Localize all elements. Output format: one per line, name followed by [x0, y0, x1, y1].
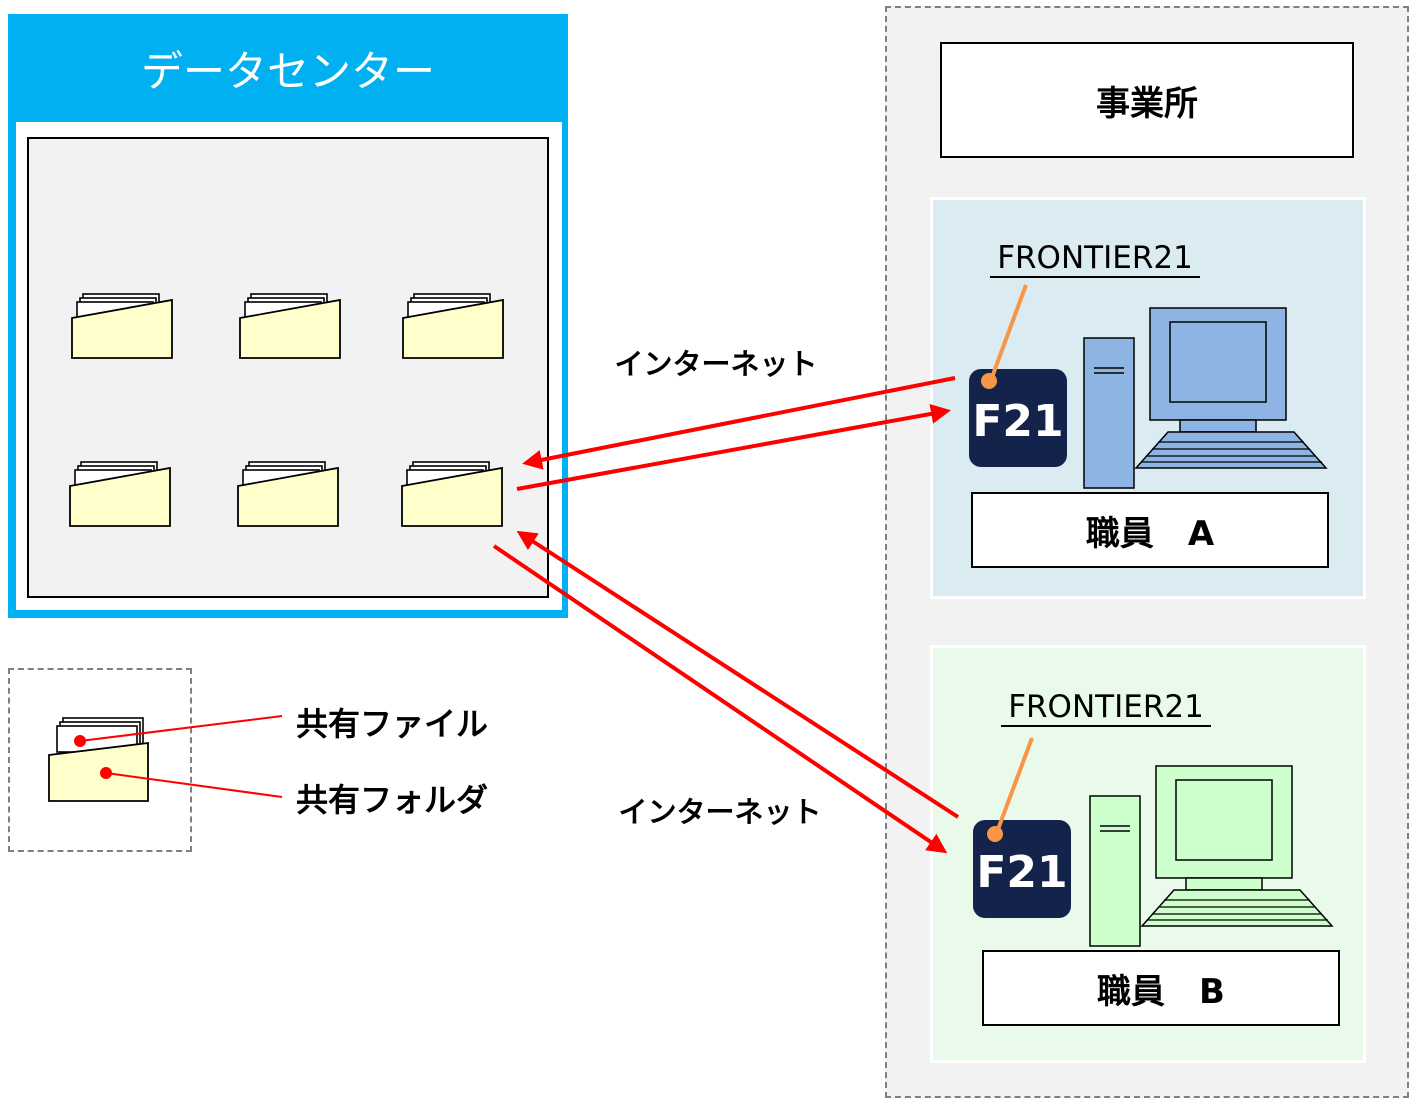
- legend-file-pointer: [79, 715, 283, 742]
- f21-app-icon-text: F21: [976, 847, 1067, 898]
- office-title-box: 事業所: [940, 42, 1354, 158]
- app-pointer-dot: [981, 373, 997, 389]
- legend-folder-icon: [48, 717, 149, 802]
- legend-folder-pointer: [105, 772, 283, 798]
- arrow-to-datacenter-a: [522, 376, 956, 470]
- computer-icon: [1083, 307, 1327, 489]
- computer-icon: [1089, 765, 1333, 947]
- app-pointer-line: [989, 284, 1028, 381]
- app-pointer-line: [995, 737, 1034, 833]
- app-pointer-dot: [987, 826, 1003, 842]
- arrow-to-datacenter-b: [516, 530, 960, 819]
- legend-file-dot: [74, 735, 86, 747]
- app-name-label: FRONTIER21: [1008, 689, 1204, 725]
- staff-a-label-box: 職員 A: [971, 492, 1329, 568]
- arrow-to-staff-b: [492, 544, 948, 854]
- shared-folder-icon: [402, 293, 504, 359]
- shared-folder-icon: [401, 461, 503, 527]
- f21-app-icon-text: F21: [972, 396, 1063, 447]
- shared-folder-icon: [237, 461, 339, 527]
- staff-b-label-box: 職員 B: [982, 950, 1340, 1026]
- staff-a-label: 職員 A: [1085, 513, 1215, 554]
- shared-folder-icon: [239, 293, 341, 359]
- shared-folder-icon: [71, 293, 173, 359]
- staff-b-label: 職員 B: [1097, 971, 1225, 1012]
- office-title: 事業所: [1096, 83, 1198, 124]
- app-name-label: FRONTIER21: [997, 240, 1193, 276]
- legend-box: [8, 668, 192, 852]
- internet-label: インターネット: [618, 795, 821, 829]
- legend-shared-folder-label: 共有フォルダ: [296, 781, 488, 819]
- datacenter-title: データセンター: [140, 46, 435, 96]
- arrow-to-staff-a: [516, 404, 951, 491]
- legend-shared-file-label: 共有ファイル: [296, 705, 488, 743]
- f21-app-icon: F21: [973, 820, 1071, 918]
- shared-folder-icon: [69, 461, 171, 527]
- internet-label: インターネット: [614, 347, 817, 381]
- f21-app-icon: F21: [969, 369, 1067, 467]
- legend-folder-dot: [100, 767, 112, 779]
